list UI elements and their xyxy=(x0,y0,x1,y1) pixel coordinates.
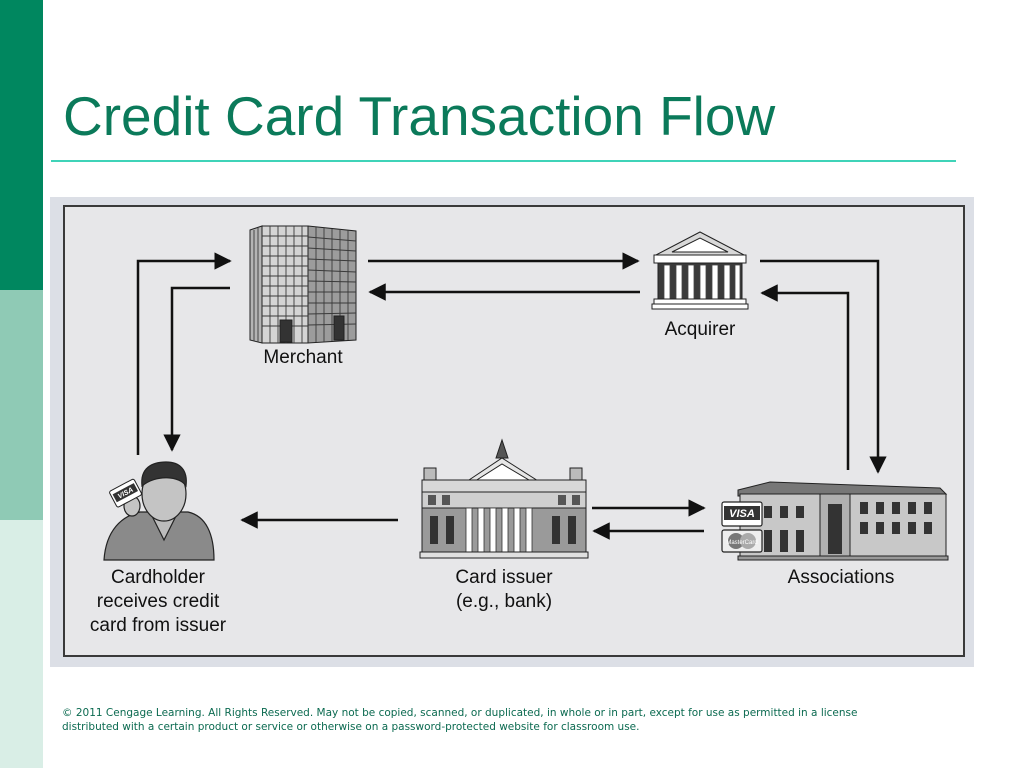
mastercard-card-text: MasterCard xyxy=(726,540,757,546)
sidebar-accent-light xyxy=(0,520,43,768)
civic-building-icon xyxy=(419,438,589,559)
cardholder-label-line-3: card from issuer xyxy=(89,615,227,636)
merchant-label: Merchant xyxy=(263,347,343,368)
cardholder-visa-card-icon xyxy=(109,478,142,508)
sidebar-accent-mid xyxy=(0,290,43,520)
arrow-merchant-to-cardholder xyxy=(163,286,230,452)
slide-title: Credit Card Transaction Flow xyxy=(63,85,776,147)
footer-line-2: distributed with a certain product or se… xyxy=(62,721,640,733)
associations-label: Associations xyxy=(787,567,895,588)
visa-card-icon xyxy=(721,501,763,527)
arrow-associations-to-acquirer xyxy=(760,284,850,470)
mastercard-card-icon xyxy=(721,529,763,553)
title-underline xyxy=(51,160,956,162)
copyright-footer: © 2011 Cengage Learning. All Rights Rese… xyxy=(62,706,962,734)
associations-building-icon xyxy=(737,481,949,561)
office-building-icon xyxy=(249,225,357,344)
footer-line-1: © 2011 Cengage Learning. All Rights Rese… xyxy=(62,707,858,719)
issuer-label-line-2: (e.g., bank) xyxy=(455,591,553,612)
cardholder-label: Cardholder receives credit card from iss… xyxy=(78,566,238,638)
sidebar-accent-dark xyxy=(0,0,43,290)
cardholder-label-line-2: receives credit xyxy=(96,591,220,612)
issuer-label-line-1: Card issuer xyxy=(455,567,553,588)
arrow-cardholder-to-merchant xyxy=(136,252,232,455)
diagram-panel xyxy=(63,205,965,657)
issuer-label: Card issuer (e.g., bank) xyxy=(434,566,574,614)
cardholder-person-icon xyxy=(103,461,215,561)
visa-card-text: VISA xyxy=(729,508,755,520)
bank-columns-icon xyxy=(651,231,749,310)
arrow-acquirer-to-associations xyxy=(760,259,887,474)
cardholder-label-line-1: Cardholder xyxy=(111,567,205,588)
acquirer-label: Acquirer xyxy=(664,319,736,340)
